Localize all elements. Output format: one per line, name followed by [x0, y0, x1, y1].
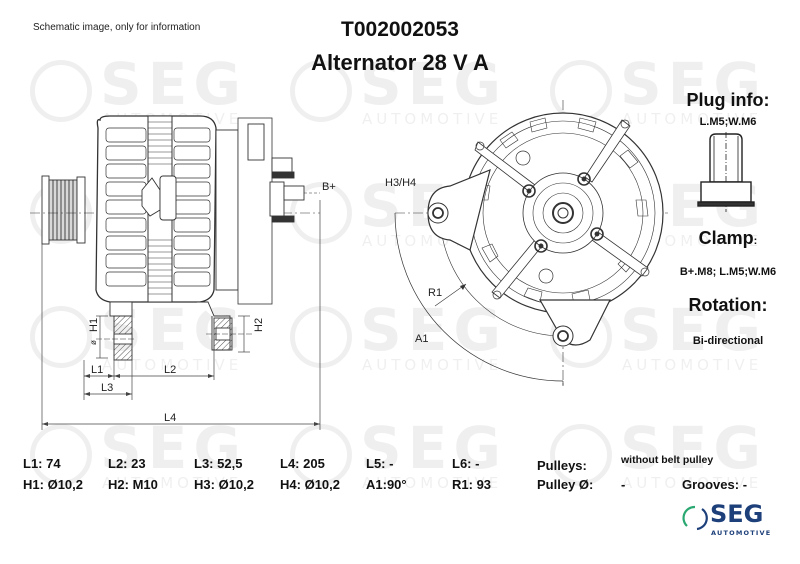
- spec-r1: R1: 93: [452, 477, 492, 492]
- a1-label: A1: [415, 333, 428, 345]
- clamp-heading: Clamp:: [698, 228, 758, 248]
- l3-label: L3: [101, 382, 113, 394]
- grooves-field: Grooves: -: [682, 477, 748, 492]
- pulleys-value: without belt pulley: [621, 454, 714, 466]
- plug-terminal-icon: [697, 132, 755, 212]
- product-title: Alternator 28 V A: [311, 50, 489, 75]
- pulley-diameter-label: Pulley Ø:: [537, 477, 594, 492]
- part-number: T002002053: [341, 18, 459, 41]
- spec-h1: H1: Ø10,2: [23, 477, 83, 492]
- spec-l4: L4: 205: [280, 456, 325, 471]
- diameter-symbol: ø: [89, 340, 98, 345]
- b-plus-label: B+: [322, 181, 336, 193]
- rotation-heading: Rotation:: [688, 295, 768, 315]
- r1-label: R1: [428, 287, 442, 299]
- l2-label: L2: [164, 364, 176, 376]
- pulley-diameter-value: -: [621, 477, 626, 492]
- spec-l2: L2: 23: [108, 456, 146, 471]
- spec-l1: L1: 74: [23, 456, 61, 471]
- h3-h4-label: H3/H4: [385, 177, 416, 189]
- spec-l6: L6: -: [452, 456, 480, 471]
- logo-brand: SEG: [710, 500, 764, 528]
- spec-a1: A1:90°: [366, 477, 407, 492]
- seg-automotive-logo: SEG AUTOMOTIVE: [682, 500, 782, 543]
- l1-label: L1: [91, 364, 103, 376]
- spec-h3: H3: Ø10,2: [194, 477, 254, 492]
- h1-label: H1: [88, 318, 100, 332]
- pulleys-label: Pulleys:: [537, 458, 587, 473]
- clamp-value: B+.M8; L.M5;W.M6: [679, 266, 777, 278]
- disclaimer-text: Schematic image, only for information: [33, 22, 201, 33]
- plug-info-heading: Plug info:: [686, 90, 770, 110]
- spec-h2: H2: M10: [108, 477, 158, 492]
- spec-l3: L3: 52,5: [194, 456, 243, 471]
- logo-subtitle: AUTOMOTIVE: [711, 529, 772, 537]
- plug-info-value: L.M5;W.M6: [699, 116, 757, 128]
- h2-label: H2: [253, 318, 265, 332]
- logo-ring-icon: [682, 505, 708, 531]
- rotation-value: Bi-directional: [692, 335, 764, 347]
- spec-h4: H4: Ø10,2: [280, 477, 340, 492]
- spec-l5: L5: -: [366, 456, 394, 471]
- l4-label: L4: [164, 412, 176, 424]
